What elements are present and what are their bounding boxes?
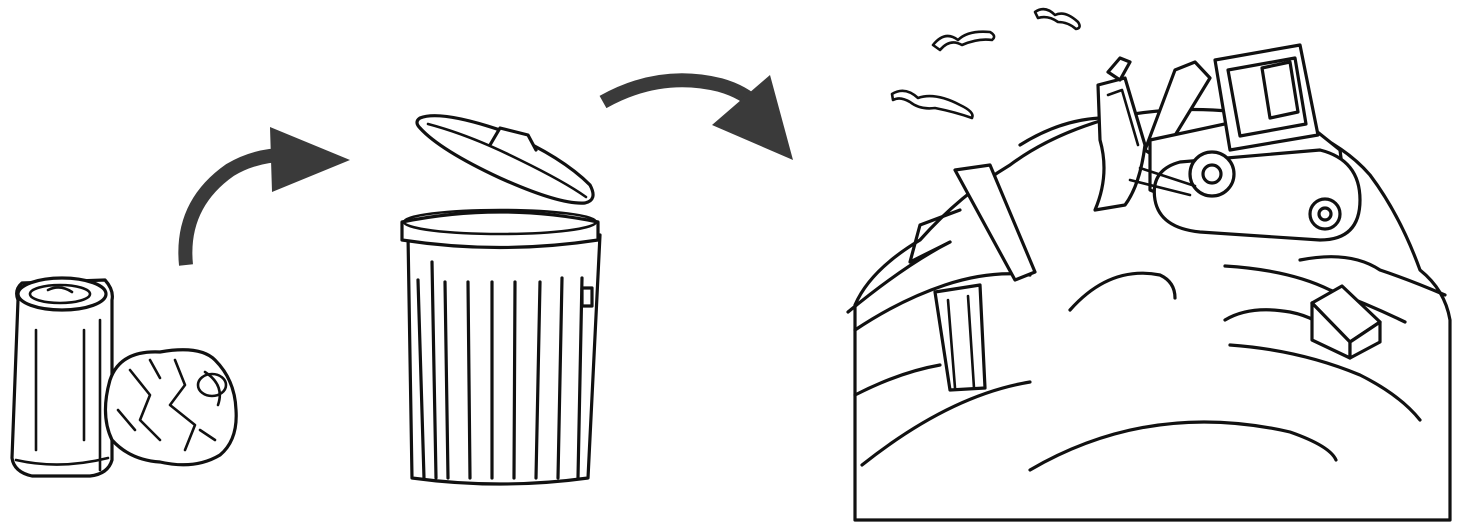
birds-icon (892, 9, 1080, 118)
crushed-can-icon (105, 350, 236, 465)
soda-cans-icon (12, 278, 236, 476)
curved-arrow-icon (603, 75, 793, 160)
upright-can-icon (12, 278, 112, 476)
landfill-bulldozer-icon (848, 9, 1450, 520)
curved-arrow-icon (185, 127, 350, 265)
trash-can-icon (402, 116, 600, 484)
trash-lid-icon (417, 116, 593, 203)
